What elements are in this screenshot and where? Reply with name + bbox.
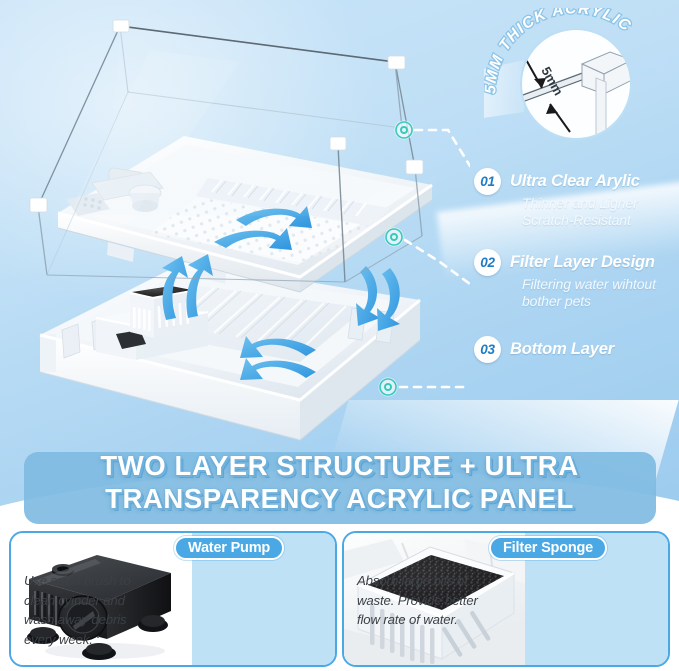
headline-band xyxy=(24,452,656,524)
card-water-pump[interactable]: Use small brush to clean cyinder and was… xyxy=(9,531,337,667)
filter-sponge-photo xyxy=(344,533,532,665)
callout-item-03[interactable]: 03 Bottom Layer xyxy=(466,336,679,363)
callout-badge-01: 01 xyxy=(474,168,501,195)
feature-callout-list: 01 Ultra Clear Arylic Thinner and Ligher… xyxy=(466,168,679,376)
water-pump-label-pill: Water Pump xyxy=(174,536,285,560)
callout-badge-02: 02 xyxy=(474,249,501,276)
headline-text: TWO LAYER STRUCTURE + ULTRA TRANSPARENCY… xyxy=(0,449,679,515)
callout-title-02: Filter Layer Design xyxy=(510,253,655,271)
headline-line-1: TWO LAYER STRUCTURE + ULTRA xyxy=(100,450,579,481)
callout-badge-03: 03 xyxy=(474,336,501,363)
card-filter-sponge[interactable]: Absorb large bits of waste. Provide bett… xyxy=(342,531,670,667)
bottom-feature-cards: Use small brush to clean cyinder and was… xyxy=(0,531,679,671)
acrylic-thickness-detail-inset: 5mm 5MM THICK ACRYLIC xyxy=(484,8,674,140)
headline-line-2: TRANSPARENCY ACRYLIC PANEL xyxy=(105,483,574,514)
filter-sponge-label-pill: Filter Sponge xyxy=(489,536,608,560)
product-exploded-illustration xyxy=(0,0,470,470)
water-pump-description: Use small brush to clean cyinder and was… xyxy=(24,573,131,647)
callout-item-01[interactable]: 01 Ultra Clear Arylic Thinner and Ligher… xyxy=(466,168,679,229)
callout-title-01: Ultra Clear Arylic xyxy=(510,172,640,190)
water-pump-photo xyxy=(11,533,199,665)
callout-item-02[interactable]: 02 Filter Layer Design Filtering water w… xyxy=(466,249,679,310)
filter-sponge-description: Absorb large bits of waste. Provide bett… xyxy=(357,573,478,627)
callout-title-03: Bottom Layer xyxy=(510,340,614,358)
